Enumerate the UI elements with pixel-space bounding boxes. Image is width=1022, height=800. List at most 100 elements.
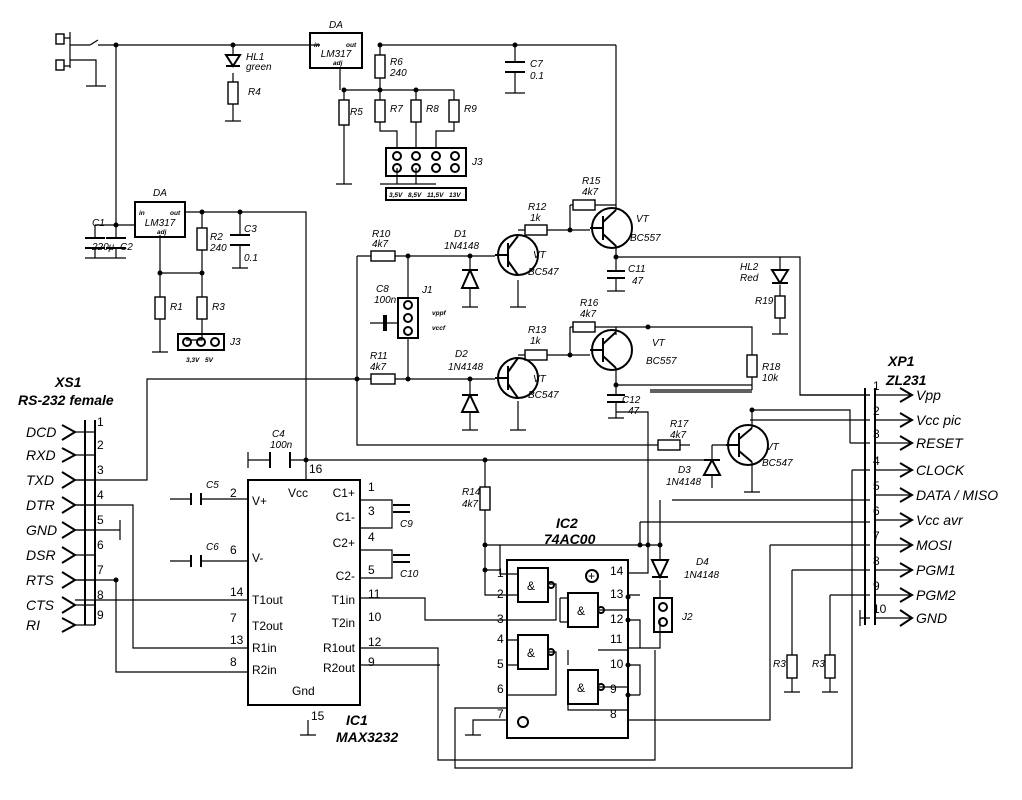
vt-bottom-part: BC547 [762,458,793,469]
xs1-pin-number: 9 [97,608,104,622]
r5-label: R5 [350,107,363,118]
j3b-opt-2: 5V [205,357,214,364]
ic1-left-pin-number: 6 [230,543,237,557]
r10-label: R10 [372,229,391,240]
reg1-out: out [346,42,357,49]
r3-label: R3 [212,302,225,313]
vt-top-left-part: BC547 [528,267,559,278]
ic1-right-pin-number: 5 [368,563,375,577]
hl1-label: HL1 [246,52,264,63]
hl2-label: HL2 [740,262,759,273]
c5-label: C5 [206,480,219,491]
c7-label: C7 [530,59,543,70]
ic1-left-pin-number: 14 [230,585,244,599]
ic2-gate-b: & [577,604,585,618]
ic2-pin-10: 10 [610,657,624,671]
ic1-left-pin-number: 13 [230,633,244,647]
d2-value: 1N4148 [448,362,483,373]
xp1-pin-number: 1 [873,379,880,393]
j1-label: J1 [421,285,433,296]
vt-mid-left-ref: VT [533,374,547,385]
c9-label: C9 [400,519,413,530]
ic1-left-pin-label: R2in [252,663,277,677]
vt-mid-right-ref: VT [652,338,666,349]
d2-label: D2 [455,349,468,360]
vt-mid-right-part: BC557 [646,356,677,367]
vt-top-right-part: BC557 [630,233,661,244]
ic2-gate-a: & [527,579,535,593]
d4-label: D4 [696,557,709,568]
xs1-pin-signal: TXD [26,472,54,488]
xs1-pin-number: 4 [97,488,104,502]
ic1-right-pin-number: 12 [368,635,382,649]
ic1-gnd-label: Gnd [292,684,315,698]
r10-value: 4k7 [372,239,389,250]
c8-value: 100n [374,295,397,306]
r2-value: 240 [209,243,227,254]
xp1-pin-signal: Vpp [916,387,941,403]
xs1-pin-number: 3 [97,463,104,477]
ic2-power-symbol: + [588,569,595,583]
r18-label: R18 [762,362,781,373]
c4-label: C4 [272,429,285,440]
ic1-left-pin-label: T2out [252,619,283,633]
xp1-pin-signal: PGM1 [916,562,956,578]
c11-label: C11 [628,264,646,275]
r12-value: 1k [530,213,542,224]
r3c-label: R3 [812,659,825,670]
j3-bottom-label: J3 [229,337,241,348]
c2-label: C2 [120,242,133,253]
ic1-right-pin-label: C1+ [333,486,355,500]
xs1-pin-number: 1 [97,415,104,429]
d4-value: 1N4148 [684,570,719,581]
ic1-right-pin-number: 10 [368,610,382,624]
r3b-label: R3 [773,659,786,670]
j3-opt-2: 8,5V [408,192,422,199]
xp1-pin-number: 7 [873,529,880,543]
xp1-pin-number: 2 [873,404,880,418]
xs1-pin-signal: GND [26,522,57,538]
d3-value: 1N4148 [666,477,701,488]
c1-value: 220μ [91,242,115,253]
ic1-left-pin-label: V- [252,551,263,565]
xp1-pin-signal: Vcc pic [916,412,961,428]
r15-label: R15 [582,176,601,187]
ic1-left-pin-number: 7 [230,611,237,625]
r6-label: R6 [390,57,403,68]
c12-value: 47 [628,406,640,417]
xp1-pin-signal: PGM2 [916,587,956,603]
reg2-adj: adj [157,229,167,236]
xs1-pin-number: 6 [97,538,104,552]
j3-opt-3: 11,5V [427,192,444,199]
r17-label: R17 [670,419,689,430]
xp1-pin-signal: GND [916,610,947,626]
c1-label: C1 [92,218,105,229]
ic2-ref: IC2 [556,515,578,531]
xp1-pin-number: 4 [873,454,880,468]
ic2-pin-9: 9 [610,682,617,696]
r7-label: R7 [390,104,403,115]
xs1-pin-signal: DSR [26,547,56,563]
r13-label: R13 [528,325,547,336]
ic1-right-pin-number: 11 [368,587,381,601]
ic1-right-pin-number: 3 [368,504,375,518]
xp1-pin-number: 8 [873,554,880,568]
xp1-pin-number: 3 [873,427,880,441]
reg1-ref: DA [329,20,343,31]
j2-label: J2 [681,612,693,623]
xs1-pin-number: 5 [97,513,104,527]
j1-vccf: vccf [432,325,446,332]
j3-opt-4: 13V [449,192,461,199]
r13-value: 1k [530,336,542,347]
reg1-adj: adj [333,60,343,67]
r17-value: 4k7 [670,430,687,441]
vt-mid-left-part: BC547 [528,390,559,401]
ic1-right-pin-number: 1 [368,480,375,494]
r4-label: R4 [248,87,261,98]
reg2-out: out [170,210,181,217]
j3-opt-1: 3,5V [389,192,403,199]
c8-label: C8 [376,284,389,295]
c11-value: 47 [632,276,644,287]
xs1-pin-signal: RXD [26,447,56,463]
ic2-part: 74AC00 [544,531,596,547]
